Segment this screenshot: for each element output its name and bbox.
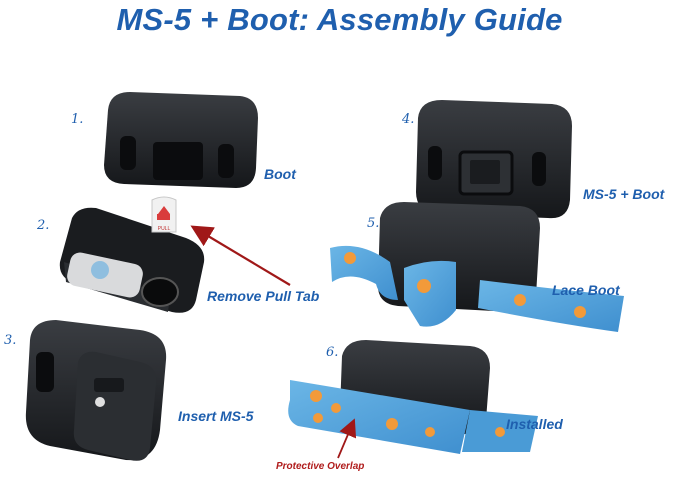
- step-number-6: 6.: [326, 345, 339, 360]
- step-label-boot: Boot: [264, 166, 296, 182]
- protective-overlap-label: Protective Overlap: [276, 461, 365, 472]
- arrow-icon: [190, 225, 291, 286]
- step-label-installed: Installed: [506, 416, 563, 432]
- ms5-device-image: [59, 196, 205, 313]
- overlap-arrow-icon: [337, 418, 357, 459]
- step-label-ms5-boot: MS-5 + Boot: [583, 186, 665, 202]
- step-number-5: 5.: [367, 216, 380, 231]
- step-label-remove-pull-tab: Remove Pull Tab: [207, 288, 320, 304]
- step-label-lace-boot: Lace Boot: [552, 282, 620, 298]
- step-number-4: 4.: [402, 112, 415, 127]
- page-title: MS-5 + Boot: Assembly Guide: [116, 2, 563, 37]
- step-number-3: 3.: [4, 333, 17, 348]
- installed-image: [288, 340, 538, 454]
- step-number-1: 1.: [71, 112, 84, 127]
- step-number-2: 2.: [37, 218, 50, 233]
- step-label-insert-ms5: Insert MS-5: [178, 408, 254, 424]
- insert-ms5-image: [25, 320, 167, 461]
- ms5-boot-image: [416, 100, 572, 219]
- pull-tab-text: PULL: [158, 226, 171, 232]
- boot-image: [104, 92, 258, 188]
- lace-boot-image: [330, 202, 624, 332]
